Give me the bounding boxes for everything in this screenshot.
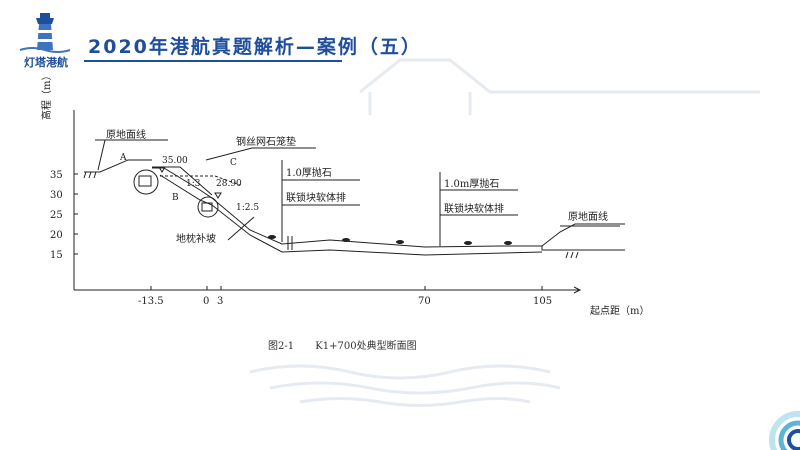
mattress-left-label: 联锁块软体排 [286,191,346,204]
y-tick-label: 25 [50,210,63,221]
x-tick-label: 0 [203,296,209,307]
point-b-circle [197,196,219,218]
x-tick-label: 3 [217,296,223,307]
y-tick-label: 30 [50,190,63,201]
revetment-bottom [159,174,543,256]
mattress-right-label: 联锁块软体排 [444,202,504,215]
riprap-left-label: 1.0厚抛石 [286,166,332,179]
x-tick-label: 105 [533,296,552,307]
logo-text: 灯塔港航 [24,56,68,69]
y-tick-label: 35 [50,170,63,181]
ground-line-right-label: 原地面线 [568,210,608,223]
ground-line-left [84,159,152,173]
slope-lower-label: 1:2.5 [236,203,259,213]
title-underline [84,60,342,62]
slope-line [152,167,542,248]
point-c-label: C [230,158,237,168]
elevation-top-label: 35.00 [162,156,188,166]
caption-number: 图2-1 [268,341,295,352]
corner-swirl-icon [769,411,800,450]
elevation-marker-icon [158,166,166,173]
toe-fill-label: 地枕补坡 [176,232,216,245]
point-a-circle [133,169,159,195]
riprap-right-label: 1.0m厚抛石 [444,177,499,190]
elevation-marker-icon [214,192,222,199]
x-axis-arrow-icon [573,286,582,294]
ground-line-right [541,246,625,251]
lighthouse-logo-icon [19,13,71,53]
ground-line-left-label: 原地面线 [106,128,146,141]
figure-caption: 图2-1 K1+700处典型断面图 [268,337,435,352]
point-a-label: A [119,153,127,163]
caption-text: K1+700处典型断面图 [315,341,417,352]
point-b-label: B [172,193,179,203]
x-tick-label: -13.5 [138,296,164,307]
slope-upper-label: 1:3 [186,179,201,189]
gabion-mattress-label: 钢丝网石笼垫 [236,135,296,148]
page-title: 2020年港航真题解析—案例（五） [88,36,422,58]
y-axis-label: 高程（m） [40,71,53,120]
x-tick-label: 70 [418,296,431,307]
y-tick-label: 15 [50,250,63,261]
gabion-mattress-line [160,175,241,186]
y-tick-label: 20 [50,230,63,241]
x-axis-label: 起点距（m） [590,305,649,317]
elevation-berm-label: 28.90 [216,179,242,189]
